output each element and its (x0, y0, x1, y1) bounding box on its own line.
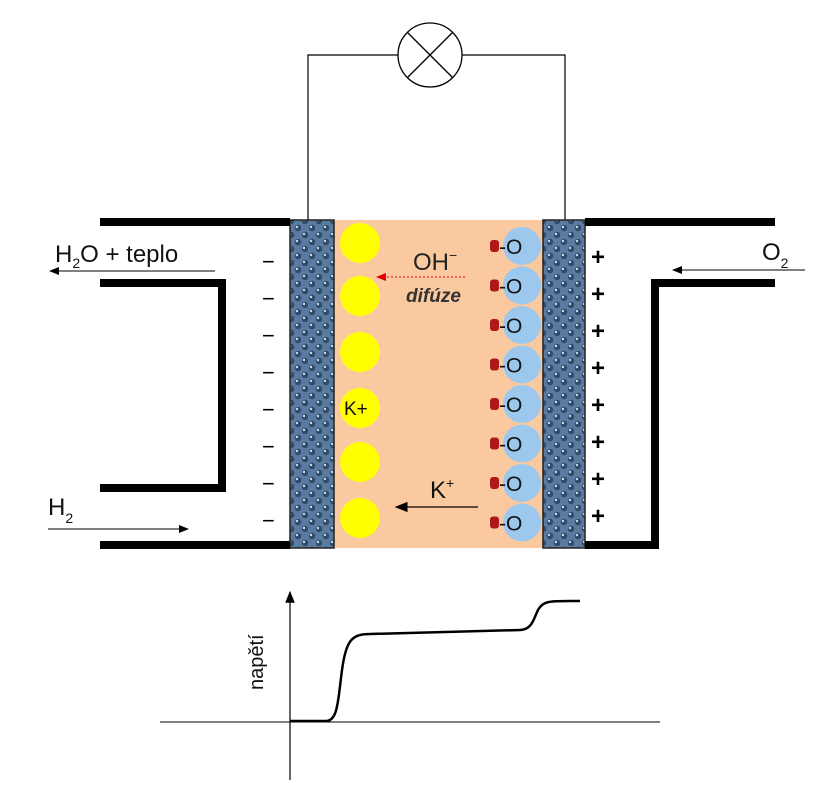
hydrogen-atom (490, 398, 499, 410)
k-arrow-label: K+ (430, 475, 454, 504)
k-ion (340, 276, 380, 316)
cathode (542, 219, 586, 549)
plus-charge: + (591, 429, 605, 456)
plus-charge: + (591, 281, 605, 308)
oxygen-atom (503, 266, 541, 305)
hydroxide-ion: -O (490, 424, 541, 463)
hydrogen-atom (490, 516, 499, 529)
hydrogen-atom (490, 437, 499, 450)
oxygen-atom (503, 464, 541, 502)
hydroxide-ion: -O (490, 385, 541, 423)
minus-charge: − (262, 323, 275, 348)
hydroxide-ion: -O (490, 266, 541, 305)
o-minus-label: -O (499, 355, 522, 378)
o2-label: O2 (762, 239, 789, 271)
hydroxide-ion: -O (490, 464, 541, 502)
o-minus-label: -O (499, 394, 522, 417)
oxygen-atom (503, 385, 541, 423)
oxygen-atom (503, 503, 541, 542)
minus-charge: − (262, 397, 275, 422)
plus-charge: + (591, 392, 605, 419)
oh-label: OH− (413, 247, 457, 276)
o-minus-label: -O (499, 276, 522, 299)
hydrogen-atom (490, 477, 499, 489)
external-circuit (307, 54, 566, 220)
k-ion (340, 442, 380, 482)
anode-charges: − − − − − − − − (262, 249, 275, 533)
hydroxide-ion: -O (490, 345, 541, 384)
hydroxide-ions: -O -O -O -O -O -O -O -O (490, 227, 541, 542)
gas-channels (100, 218, 775, 549)
hydroxide-ion: -O (490, 503, 541, 542)
o-minus-label: -O (499, 434, 522, 457)
minus-charge: − (262, 360, 275, 385)
lamp-icon (397, 22, 463, 88)
cathode-charges: + + + + + + + + (591, 244, 605, 530)
oxygen-atom (503, 306, 541, 344)
k-ion (340, 388, 380, 428)
hydrogen-atom (490, 358, 499, 371)
k-ion-label: K+ (344, 399, 368, 420)
minus-charge: − (262, 286, 275, 311)
hydroxide-ion: -O (490, 227, 541, 265)
y-axis-label: napětí (246, 634, 268, 690)
plus-charge: + (591, 318, 605, 345)
h2-label: H2 (48, 494, 73, 526)
hydrogen-atom (490, 240, 499, 252)
o-minus-label: -O (499, 315, 522, 338)
hydrogen-atom (490, 319, 499, 331)
o-minus-label: -O (499, 473, 522, 496)
voltage-graph: napětí (160, 590, 660, 780)
hydroxide-ion: -O (490, 306, 541, 344)
minus-charge: − (262, 508, 275, 533)
h2o-label: H2O + teplo (55, 241, 178, 271)
o-minus-label: -O (499, 236, 522, 259)
k-ion (340, 498, 380, 538)
potassium-ions: K+ (340, 223, 380, 538)
plus-charge: + (591, 355, 605, 382)
diffusion-label: difúze (406, 286, 461, 307)
k-ion (340, 223, 380, 263)
minus-charge: − (262, 434, 275, 459)
hydrogen-atom (490, 279, 499, 292)
anode (289, 219, 335, 549)
k-ion (340, 332, 380, 372)
plus-charge: + (591, 503, 605, 530)
voltage-curve (290, 599, 581, 723)
minus-charge: − (262, 249, 275, 274)
oxygen-atom (503, 424, 541, 463)
o-minus-label: -O (499, 513, 522, 536)
oxygen-atom (503, 227, 541, 265)
plus-charge: + (591, 244, 605, 271)
plus-charge: + (591, 466, 605, 493)
minus-charge: − (262, 471, 275, 496)
oxygen-atom (503, 345, 541, 384)
